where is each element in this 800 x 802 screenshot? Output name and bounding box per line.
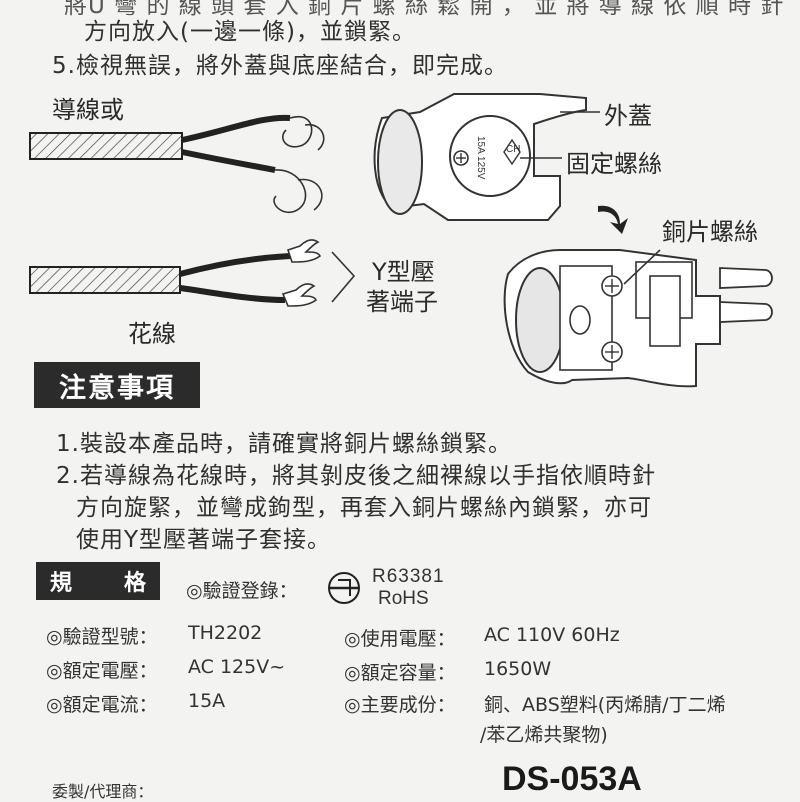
spec-current-label: ◎額定電流： [46,694,158,716]
notes-heading: 注意事項 [34,362,200,408]
spec-material-value-1: 銅、ABS塑料(丙烯腈/丁二烯 [484,694,726,716]
rohs-label: RoHS [378,588,429,609]
spec-model-label: ◎驗證型號： [46,626,158,648]
copper-screw-label: 銅片螺絲 [662,218,758,246]
y-terminal-label-1: Y型壓 [372,258,435,286]
step4-line2: 方向放入(一邊一條)，並鎖緊。 [84,19,416,45]
screw-label: 固定螺絲 [566,150,662,178]
plug-rating-text: 15A 125V [475,136,486,180]
cable-flex-wire-icon [29,239,356,307]
step5-text: 5.檢視無誤，將外蓋與底座結合，即完成。 [52,53,508,79]
note-item-1: 1.裝設本產品時，請確實將銅片螺絲鎖緊。 [56,431,512,457]
spec-current-value: 15A [188,690,226,712]
spec-material-value-2: /苯乙烯共聚物) [480,724,608,746]
cert-code: R63381 [372,566,445,587]
spec-capacity-label: ◎額定容量： [344,662,456,684]
specs-heading: 規 格 [36,562,160,600]
flex-wire-label: 花線 [128,320,176,348]
spec-model-value: TH2202 [188,622,263,644]
spec-use-voltage-label: ◎使用電壓： [344,628,456,650]
cover-label: 外蓋 [604,102,652,130]
y-terminal-label-2: 著端子 [366,288,438,316]
specs-heading-left: 規 [50,571,73,596]
spec-voltage-label: ◎額定電壓： [46,660,158,682]
spec-material-label: ◎主要成份： [344,694,456,716]
spec-capacity-value: 1650W [484,658,552,680]
curved-arrow-icon [598,205,628,234]
plug-mark-text: CH [506,144,520,155]
agent-label: 委製/代理商： [52,782,154,801]
plug-base-icon [503,249,773,388]
spec-use-voltage-value: AC 110V 60Hz [484,624,620,646]
spec-voltage-value: AC 125V~ [188,656,286,678]
model-code: DS-053A [502,760,642,798]
cert-label: ◎驗證登錄： [186,580,298,602]
note-item-2-cont2: 使用Y型壓著端子套接。 [76,527,332,553]
plug-cover-icon: 15A 125V CH [373,93,600,221]
note-item-2-cont: 方向旋緊，並彎成鉤型，再套入銅片螺絲內鎖緊，亦可 [76,495,652,521]
specs-heading-right: 格 [123,571,146,596]
step4-line1: 將U 彎 的 線 頭 套 入 銅 片 螺 絲 鬆 開 ， 並 將 導 線 依 順… [64,0,785,19]
cable-solid-wire-icon [29,114,325,214]
wire-label: 導線或 [52,96,124,124]
note-item-2: 2.若導線為花線時，將其剝皮後之細裸線以手指依順時針 [56,463,656,489]
